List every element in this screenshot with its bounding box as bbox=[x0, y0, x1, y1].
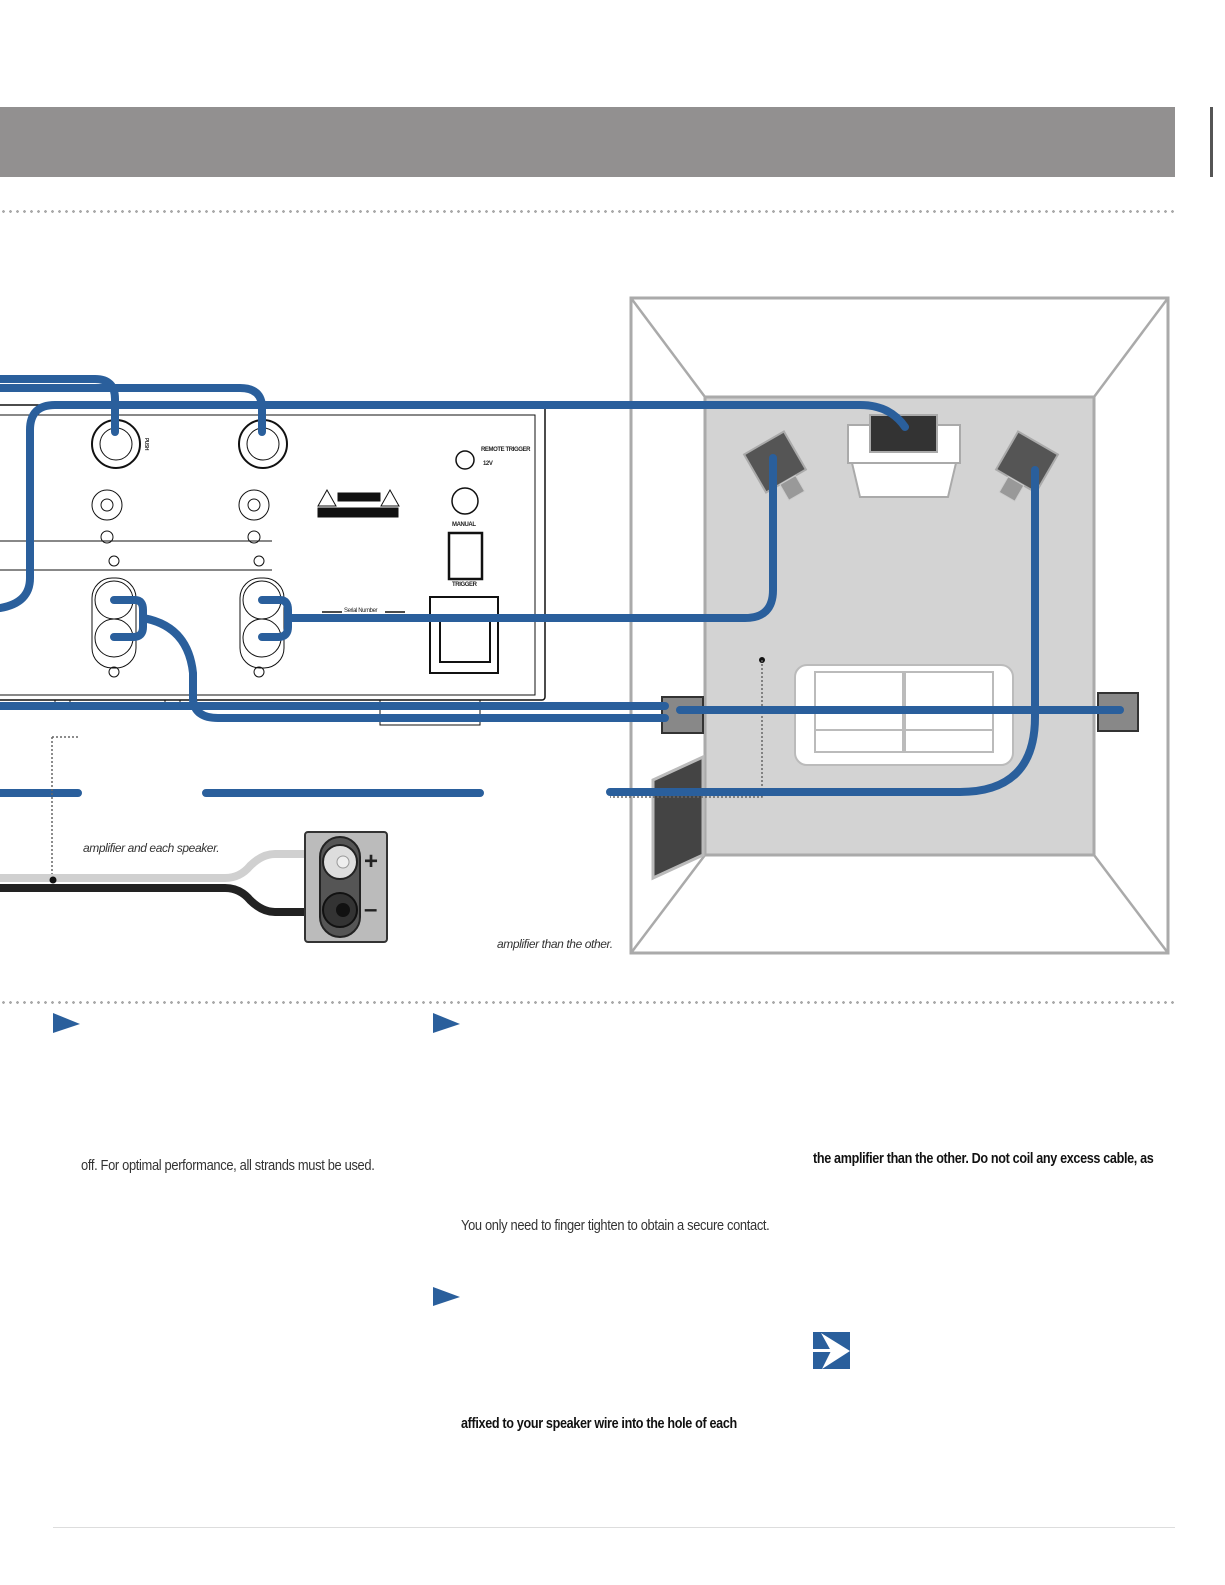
trigger-label: TRIGGER bbox=[452, 582, 477, 588]
play-triangle-icon bbox=[53, 1013, 80, 1033]
play-triangle-icon bbox=[433, 1013, 460, 1033]
body-text-col2-line1: You only need to finger tighten to obtai… bbox=[461, 1217, 770, 1234]
power-inlet-icon bbox=[429, 596, 499, 674]
plus-sign: + bbox=[364, 848, 378, 875]
rca-input-icon bbox=[238, 489, 270, 521]
speaker-terminal-icon bbox=[91, 577, 137, 669]
dotted-divider-top bbox=[0, 210, 1175, 213]
warning-label-icon bbox=[317, 488, 400, 518]
dotted-divider-bottom bbox=[0, 1001, 1175, 1004]
caption-speaker-wire: amplifier and each speaker. bbox=[83, 841, 220, 855]
remote-trigger-jack-icon bbox=[455, 450, 475, 470]
switch-icon bbox=[247, 530, 261, 544]
surround-left-speaker-icon bbox=[661, 696, 704, 734]
amplifier-rear-panel bbox=[0, 404, 546, 726]
room-diagram bbox=[610, 296, 1170, 955]
remote-trigger-voltage: 12V bbox=[483, 461, 493, 467]
minus-sign: – bbox=[364, 896, 377, 923]
body-text-col3: the amplifier than the other. Do not coi… bbox=[813, 1150, 1154, 1167]
footer-rule bbox=[53, 1527, 1175, 1528]
trigger-switch-icon bbox=[447, 531, 484, 581]
speaker-terminal-icon bbox=[239, 577, 285, 669]
speaker-wire-detail bbox=[0, 736, 388, 943]
serial-number-label: Serial Number bbox=[344, 608, 378, 614]
front-right-speaker-icon bbox=[994, 430, 1060, 502]
body-text-col2-line2: affixed to your speaker wire into the ho… bbox=[461, 1415, 737, 1432]
switch-icon bbox=[100, 530, 114, 544]
body-text-col1: off. For optimal performance, all strand… bbox=[81, 1157, 375, 1174]
remote-trigger-label: REMOTE TRIGGER bbox=[481, 447, 531, 453]
push-label: PUSH bbox=[143, 437, 150, 451]
manual-label: MANUAL bbox=[452, 522, 476, 528]
arrow-right-icon bbox=[813, 1332, 850, 1369]
sofa-icon bbox=[794, 664, 1014, 766]
door-icon bbox=[651, 754, 705, 881]
caption-room: amplifier than the other. bbox=[497, 937, 613, 951]
rca-input-icon bbox=[91, 489, 123, 521]
section-banner bbox=[0, 107, 1175, 177]
speaker-cables bbox=[0, 375, 1124, 797]
edge-mark bbox=[1210, 107, 1213, 177]
play-triangle-icon bbox=[433, 1287, 460, 1306]
manual-knob-icon bbox=[451, 487, 479, 515]
